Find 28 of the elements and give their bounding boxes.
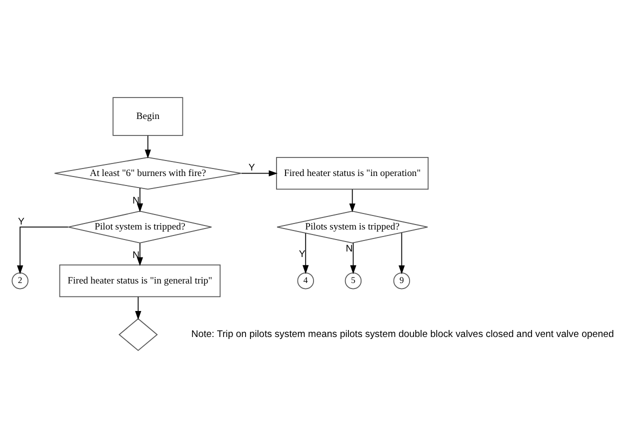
arrow	[302, 232, 309, 274]
edge-label: N	[346, 243, 353, 254]
arrow	[144, 135, 151, 158]
arrow	[349, 189, 356, 212]
arrow	[136, 188, 144, 212]
arrow	[136, 242, 144, 266]
edge-label: Y	[18, 216, 24, 228]
node-circle: 5	[344, 272, 362, 290]
node-circle: 2	[12, 272, 28, 290]
arrow	[241, 170, 278, 176]
node-box: Begin	[112, 97, 184, 136]
label: Note: Trip on pilots system means pilots system double block valves closed and vent valve opened	[191, 329, 614, 340]
edge-label: Y	[298, 249, 306, 260]
node-diamond: Pilot system is tripped?	[68, 210, 212, 244]
node-circle: 9	[393, 272, 410, 290]
arrow	[398, 232, 405, 274]
node-circle: 4	[297, 272, 314, 290]
arrow	[16, 226, 69, 274]
edge-label: Y	[248, 162, 256, 174]
node-diamond: At least "6" burners with fire?	[54, 157, 242, 190]
arrow	[135, 296, 142, 320]
edge-label: N	[132, 250, 140, 262]
arrow	[350, 242, 356, 274]
node-diamond: Pilots system is tripped?	[276, 210, 428, 244]
node-box: Fired heater status is "in general trip"	[59, 264, 221, 298]
node-diamond	[118, 318, 158, 352]
node-box: Fired heater status is "in operation"	[276, 157, 429, 190]
edge-label: N	[132, 196, 140, 207]
